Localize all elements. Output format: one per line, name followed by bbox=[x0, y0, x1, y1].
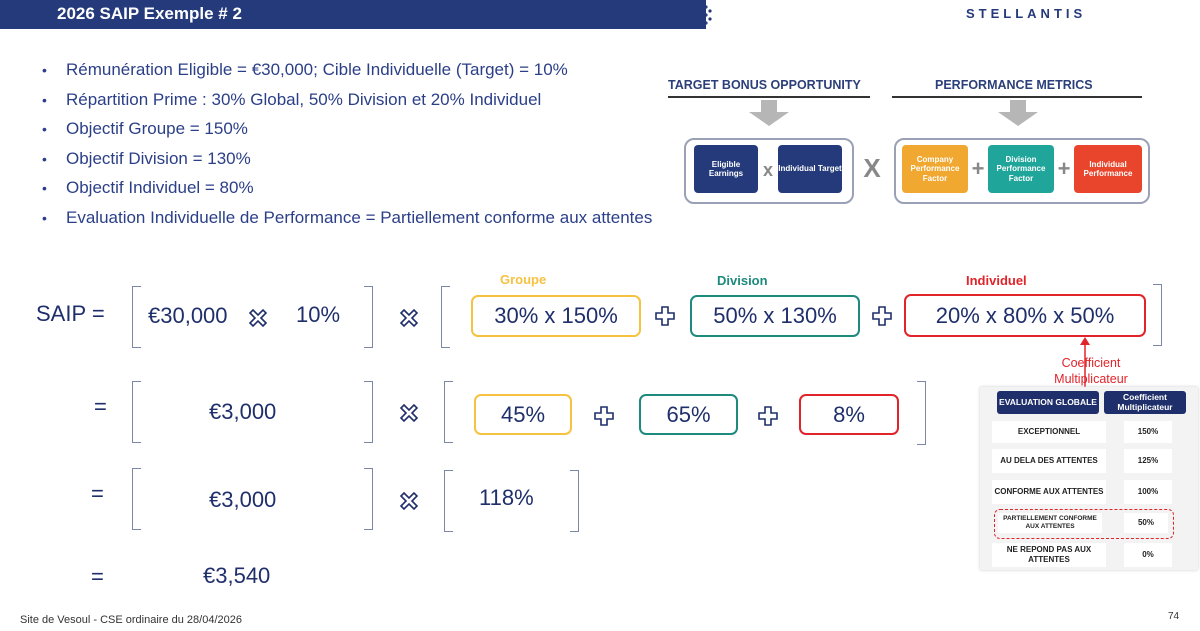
multiply-icon bbox=[399, 403, 419, 423]
table-row-value: 0% bbox=[1124, 543, 1172, 567]
table-row-label: EXCEPTIONNEL bbox=[992, 421, 1106, 443]
bullet-list: •Rémunération Eligible = €30,000; Cible … bbox=[42, 58, 652, 235]
down-arrow-icon bbox=[761, 100, 777, 112]
title-bar bbox=[0, 0, 706, 29]
bullet-item: •Objectif Individuel = 80% bbox=[42, 178, 254, 197]
individuel-box: 20% x 80% x 50% bbox=[904, 294, 1146, 337]
plus-icon: + bbox=[1057, 156, 1071, 181]
division-result-box: 65% bbox=[639, 394, 738, 435]
bullet-item: •Evaluation Individuelle de Performance … bbox=[42, 207, 653, 227]
label-individuel: Individuel bbox=[966, 273, 1027, 288]
diagram-head-target: TARGET BONUS OPPORTUNITY bbox=[668, 78, 861, 92]
division-box: 50% x 130% bbox=[690, 295, 860, 337]
divider bbox=[668, 96, 870, 98]
bracket bbox=[570, 470, 579, 532]
plus-icon bbox=[594, 406, 614, 426]
plus-icon bbox=[758, 406, 778, 426]
amount-value: €3,000 bbox=[209, 399, 277, 424]
bracket bbox=[132, 468, 141, 530]
bullet-item: •Objectif Division = 130% bbox=[42, 148, 251, 168]
multiply-icon: X bbox=[863, 153, 881, 183]
bullet-item: •Objectif Groupe = 150% bbox=[42, 119, 248, 138]
bracket bbox=[364, 286, 373, 348]
bracket bbox=[917, 381, 926, 445]
slide-title: 2026 SAIP Exemple # 2 bbox=[57, 4, 242, 23]
individual-target-box: Individual Target bbox=[778, 145, 842, 193]
individuel-result-box: 8% bbox=[799, 394, 899, 435]
multiply-icon bbox=[399, 491, 419, 511]
multiply-icon: x bbox=[762, 160, 773, 180]
table-row-label: AU DELA DES ATTENTES bbox=[992, 449, 1106, 473]
label-groupe: Groupe bbox=[500, 272, 547, 287]
table-header-evaluation: EVALUATION GLOBALE bbox=[997, 391, 1099, 414]
bracket bbox=[444, 381, 453, 443]
highlight-box bbox=[994, 509, 1174, 539]
bracket bbox=[444, 470, 453, 532]
plus-icon bbox=[655, 306, 675, 326]
down-arrow-icon bbox=[998, 112, 1038, 126]
down-arrow-icon bbox=[1010, 100, 1026, 112]
plus-icon bbox=[872, 306, 892, 326]
label-division: Division bbox=[717, 273, 768, 288]
diagram-head-metrics: PERFORMANCE METRICS bbox=[935, 78, 1093, 92]
bracket bbox=[364, 468, 373, 530]
table-row-label: NE REPOND PAS AUX ATTENTES bbox=[992, 543, 1106, 567]
table-row-value: 125% bbox=[1124, 449, 1172, 473]
table-row-label: PARTIELLEMENT CONFORME AUX ATTENTES bbox=[998, 513, 1102, 533]
groupe-box: 30% x 150% bbox=[471, 295, 641, 337]
total-percent: 118% bbox=[479, 485, 534, 510]
bracket bbox=[1153, 284, 1162, 346]
amount-value: €3,000 bbox=[209, 487, 277, 512]
multiply-icon bbox=[399, 308, 419, 328]
saip-label: SAIP = bbox=[36, 301, 105, 326]
down-arrow-icon bbox=[749, 112, 789, 126]
table-row-value: 100% bbox=[1124, 480, 1172, 504]
bullet-item: •Rémunération Eligible = €30,000; Cible … bbox=[42, 60, 568, 79]
eligible-value: €30,000 bbox=[148, 303, 228, 328]
equals-sign: = bbox=[91, 481, 104, 506]
stellantis-logo: STELLANTIS bbox=[966, 6, 1087, 21]
equals-sign: = bbox=[91, 564, 104, 589]
bracket bbox=[132, 381, 141, 443]
table-header-coefficient: Coefficient Multiplicateur bbox=[1104, 391, 1186, 414]
company-performance-box: Company Performance Factor bbox=[902, 145, 968, 193]
diagram-group-right bbox=[894, 138, 1150, 204]
divider bbox=[892, 96, 1142, 98]
coefficient-table bbox=[980, 387, 1198, 570]
table-row-label: CONFORME AUX ATTENTES bbox=[992, 480, 1106, 504]
diagram-group-left bbox=[684, 138, 854, 204]
eligible-earnings-box: Eligible Earnings bbox=[694, 145, 758, 193]
bracket bbox=[364, 381, 373, 443]
bullet-item: •Répartition Prime : 30% Global, 50% Div… bbox=[42, 89, 542, 109]
individual-performance-box: Individual Performance bbox=[1074, 145, 1142, 193]
table-row-value: 150% bbox=[1124, 421, 1172, 443]
title-dots-icon bbox=[704, 5, 712, 25]
multiply-icon bbox=[248, 308, 268, 328]
table-row-value: 50% bbox=[1124, 513, 1168, 533]
target-value: 10% bbox=[296, 302, 341, 327]
coefficient-note: Coefficient Multiplicateur bbox=[1054, 356, 1128, 386]
footer-text: Site de Vesoul - CSE ordinaire du 28/04/… bbox=[20, 614, 242, 626]
equals-sign: = bbox=[94, 394, 107, 419]
bracket bbox=[132, 286, 141, 348]
groupe-result-box: 45% bbox=[474, 394, 572, 435]
bracket bbox=[441, 286, 450, 348]
final-result: €3,540 bbox=[203, 563, 271, 588]
division-performance-box: Division Performance Factor bbox=[988, 145, 1054, 193]
page-number: 74 bbox=[1168, 611, 1180, 622]
plus-icon: + bbox=[971, 156, 985, 181]
